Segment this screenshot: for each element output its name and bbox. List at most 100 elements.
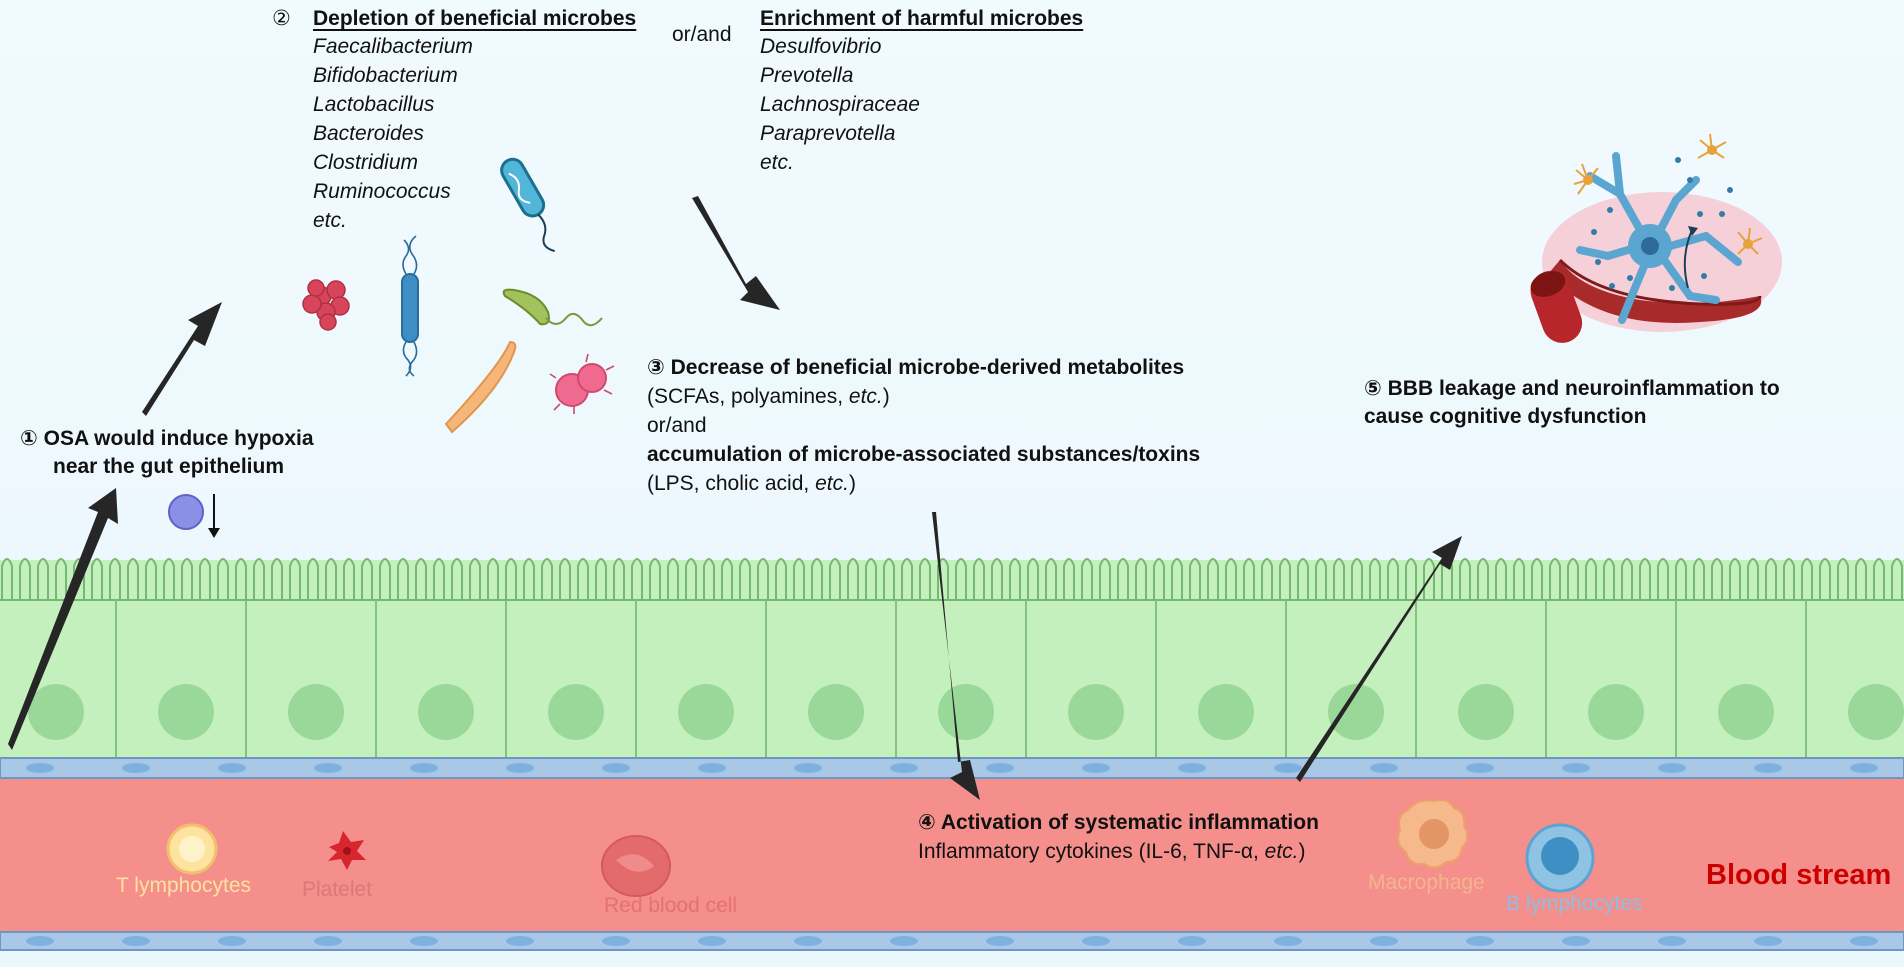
enrichment-item: Desulfovibrio bbox=[760, 35, 882, 58]
step4-number: ④ bbox=[918, 811, 936, 834]
depletion-title: Depletion of beneficial microbes bbox=[313, 7, 637, 30]
endothelial-nucleus bbox=[1754, 763, 1782, 773]
endothelial-nucleus bbox=[602, 763, 630, 773]
cell-nucleus bbox=[28, 684, 84, 740]
cell-nucleus bbox=[1588, 684, 1644, 740]
step5-line2: cause cognitive dysfunction bbox=[1364, 405, 1647, 428]
depletion-item: Bifidobacterium bbox=[313, 64, 458, 87]
red-blood-cell bbox=[601, 835, 671, 897]
cell-nucleus bbox=[1458, 684, 1514, 740]
endothelial-nucleus bbox=[1082, 936, 1110, 946]
depletion-item: Clostridium bbox=[313, 151, 419, 174]
endothelial-nucleus bbox=[506, 936, 534, 946]
depletion-item: Faecalibacterium bbox=[313, 35, 473, 58]
cell-nucleus bbox=[938, 684, 994, 740]
endothelial-nucleus bbox=[26, 763, 54, 773]
cell-nucleus bbox=[288, 684, 344, 740]
step5-text: BBB leakage and neuroinflammation to bbox=[1387, 377, 1780, 400]
rod-flagella-microbe bbox=[401, 235, 419, 377]
cell-nucleus bbox=[1848, 684, 1904, 740]
enrichment-item: Lachnospiraceae bbox=[760, 93, 920, 116]
endothelial-nucleus bbox=[698, 936, 726, 946]
filament-microbe bbox=[444, 340, 517, 434]
endothelial-nucleus bbox=[1082, 763, 1110, 773]
cell-nuclei bbox=[28, 684, 1904, 740]
enrichment-item: Paraprevotella bbox=[760, 122, 896, 145]
macrophage-label: Macrophage bbox=[1368, 871, 1485, 894]
endothelial-nucleus bbox=[890, 763, 918, 773]
step3-title-text: Decrease of beneficial microbe-derived m… bbox=[670, 356, 1185, 379]
endothelial-nucleus bbox=[794, 936, 822, 946]
b-lymphocyte-cell bbox=[1525, 823, 1595, 893]
step3-line5-post: ) bbox=[848, 472, 856, 495]
arrow-2-up bbox=[142, 302, 222, 416]
endothelial-nucleus bbox=[1178, 763, 1206, 773]
platelet-cell bbox=[328, 831, 366, 870]
depletion-item: Bacteroides bbox=[313, 122, 424, 145]
step3-line2-etc: etc. bbox=[848, 385, 883, 408]
step3-line5-pre: (LPS, cholic acid, bbox=[647, 472, 816, 495]
vibrio-microbe bbox=[502, 288, 603, 327]
endothelial-nucleus bbox=[314, 936, 342, 946]
enrichment-title: Enrichment of harmful microbes bbox=[760, 7, 1084, 30]
endothelial-nucleus bbox=[1466, 936, 1494, 946]
macrophage-cell bbox=[1397, 798, 1469, 869]
cell-nucleus bbox=[1328, 684, 1384, 740]
endothelial-nucleus bbox=[410, 763, 438, 773]
arrow-4-down bbox=[932, 512, 980, 800]
step4-line2-post: ) bbox=[1298, 840, 1306, 863]
endothelial-nucleus bbox=[506, 763, 534, 773]
endothelial-nucleus bbox=[986, 936, 1014, 946]
blood-stream-label: Blood stream bbox=[1706, 859, 1892, 891]
step3-connector: or/and bbox=[647, 414, 707, 437]
endothelial-nucleus bbox=[1754, 936, 1782, 946]
step3-title: ③ Decrease of beneficial microbe-derived… bbox=[647, 353, 1184, 382]
step4-line2: Inflammatory cytokines (IL-6, TNF-α, etc… bbox=[918, 837, 1306, 866]
blood-vessel bbox=[0, 757, 1904, 951]
step3-number: ③ bbox=[647, 356, 665, 379]
cell-nucleus bbox=[808, 684, 864, 740]
endothelial-nucleus bbox=[794, 763, 822, 773]
step4-line2-etc: etc. bbox=[1264, 840, 1299, 863]
step1-text: OSA would induce hypoxia bbox=[43, 427, 314, 450]
arrow-3-down bbox=[692, 196, 780, 310]
endothelial-nucleus bbox=[26, 936, 54, 946]
step1-line1: ① OSA would induce hypoxia bbox=[20, 424, 314, 453]
arrow-5-up bbox=[1296, 536, 1462, 782]
depletion-item: Ruminococcus bbox=[313, 180, 451, 203]
step3-line5: (LPS, cholic acid, etc.) bbox=[647, 469, 856, 498]
step3-line2: (SCFAs, polyamines, etc.) bbox=[647, 382, 890, 411]
endothelial-nucleus bbox=[1178, 936, 1206, 946]
brain-bbb-illustration bbox=[1530, 133, 1782, 343]
step3-title2: accumulation of microbe-associated subst… bbox=[647, 443, 1201, 466]
endothelial-nucleus bbox=[986, 763, 1014, 773]
cell-nucleus bbox=[1068, 684, 1124, 740]
b-lymphocytes-label: B lymphocytes bbox=[1506, 892, 1643, 915]
endothelial-nucleus bbox=[602, 936, 630, 946]
microvilli bbox=[0, 558, 1904, 601]
oxygen-molecule bbox=[168, 494, 220, 538]
enrichment-item: Prevotella bbox=[760, 64, 854, 87]
step3-line5-etc: etc. bbox=[815, 472, 849, 495]
cell-nucleus bbox=[158, 684, 214, 740]
endothelial-nucleus bbox=[410, 936, 438, 946]
endothelial-nucleus bbox=[1562, 936, 1590, 946]
endothelial-cells bbox=[26, 763, 1878, 946]
endothelial-nucleus bbox=[1370, 936, 1398, 946]
cell-nucleus bbox=[1718, 684, 1774, 740]
enrichment-item: etc. bbox=[760, 151, 794, 174]
cell-nucleus bbox=[1198, 684, 1254, 740]
t-lymphocyte-cell bbox=[166, 823, 218, 875]
endothelial-nucleus bbox=[1850, 936, 1878, 946]
endothelial-nucleus bbox=[1658, 936, 1686, 946]
step5-line1: ⑤ BBB leakage and neuroinflammation to bbox=[1364, 374, 1780, 403]
cell-nucleus bbox=[548, 684, 604, 740]
step5-number: ⑤ bbox=[1364, 377, 1382, 400]
t-lymphocytes-label: T lymphocytes bbox=[116, 874, 251, 897]
endothelial-nucleus bbox=[890, 936, 918, 946]
endothelial-nucleus bbox=[698, 763, 726, 773]
endothelial-nucleus bbox=[1274, 936, 1302, 946]
endothelial-nucleus bbox=[122, 936, 150, 946]
